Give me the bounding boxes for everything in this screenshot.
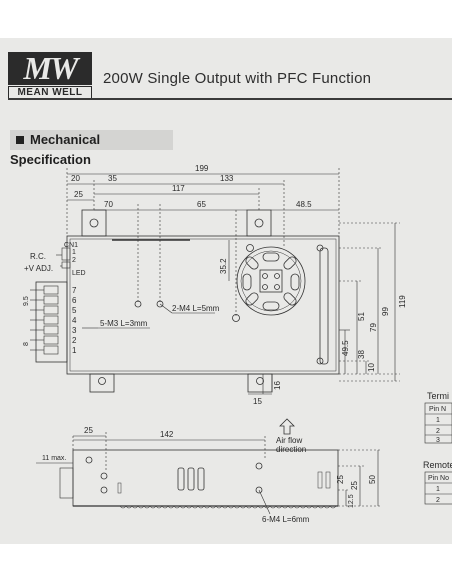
- terminal-table: [424, 402, 452, 444]
- square-bullet-icon: [16, 136, 24, 145]
- airflow-arrow-icon: [279, 418, 295, 435]
- terminal-table-cell: 2: [436, 428, 440, 435]
- pin-number: 4: [72, 316, 77, 325]
- mount-tab-bottom-left: [89, 373, 115, 393]
- remote-table-header: Pin No: [428, 475, 449, 482]
- terminal-table-cell: 3: [436, 437, 440, 444]
- note-m4: 2-M4 L=5mm: [172, 304, 220, 313]
- dim-label: 49.5: [341, 340, 350, 356]
- pin-number: 2: [72, 336, 77, 345]
- remote-table: [424, 471, 452, 505]
- dim-label: 25: [350, 481, 359, 490]
- led-label: LED: [72, 270, 86, 277]
- side-screw-hole: [100, 472, 108, 480]
- rc-label: R.C.: [30, 252, 46, 261]
- dim-label: 48.5: [296, 200, 312, 209]
- cn-pin: 1: [72, 249, 76, 256]
- top-view-inner: [69, 238, 337, 372]
- dim-label: 142: [160, 430, 174, 439]
- mechanical-drawing: 199 133 35 20 117 25 65 70 48.5 119 99 7…: [23, 164, 452, 524]
- side-screw-hole: [255, 486, 263, 494]
- dim-label: 99: [381, 307, 390, 316]
- note-side-m4: 6-M4 L=6mm: [262, 515, 310, 524]
- bottom-vents: [119, 505, 337, 509]
- dim-label: 70: [104, 200, 113, 209]
- remote-table-cell: 1: [436, 486, 440, 493]
- dim-label: 16: [273, 381, 282, 390]
- dim-label: 35: [108, 174, 117, 183]
- terminal-block: [35, 281, 68, 363]
- fan-guard: [236, 246, 306, 316]
- dim-label: 117: [172, 184, 185, 193]
- dim-label: 35.2: [219, 258, 228, 274]
- dim-label: 65: [197, 200, 206, 209]
- mount-hole: [89, 218, 99, 228]
- mean-well-logo: MW MEAN WELL: [8, 52, 92, 102]
- dim-label: 50: [368, 475, 377, 484]
- terminal-table-title: Termi: [427, 391, 449, 401]
- mount-hole: [254, 218, 264, 228]
- dim-label: 11 max.: [42, 455, 66, 462]
- side-slot: [319, 247, 329, 365]
- vadj-label: +V ADJ.: [24, 264, 53, 273]
- dim-label: 38: [357, 350, 366, 359]
- dim-label: 79: [369, 323, 378, 332]
- dim-label: 8: [23, 342, 30, 346]
- cn-pin: 2: [72, 257, 76, 264]
- side-screw-hole: [85, 456, 93, 464]
- remote-table-cell: 2: [436, 497, 440, 504]
- pin-number: 5: [72, 306, 77, 315]
- pin-number: 3: [72, 326, 77, 335]
- airflow-label: Air flow: [276, 436, 302, 445]
- spec-sheet: MW MEAN WELL 200W Single Output with PFC…: [0, 38, 452, 544]
- dim-label: 12.5: [348, 494, 355, 508]
- header-rule: [8, 98, 452, 100]
- dim-label: 119: [398, 295, 407, 308]
- side-screw-hole: [100, 486, 108, 494]
- mount-tab-bottom-right: [247, 373, 273, 393]
- airflow-label: direction: [276, 445, 306, 454]
- mount-hole: [256, 377, 264, 385]
- cn1-label: CN1: [64, 242, 78, 249]
- side-screw-hole: [255, 462, 263, 470]
- section-heading: Mechanical Specification: [10, 130, 173, 167]
- mount-hole: [98, 377, 106, 385]
- dim-label: 9.5: [23, 296, 30, 306]
- dim-label: 25: [84, 426, 93, 435]
- dim-label: 133: [220, 174, 234, 183]
- remote-table-title: Remote: [423, 460, 452, 470]
- dim-label: 25: [74, 190, 83, 199]
- pin-number: 7: [72, 286, 77, 295]
- side-view-outline: [72, 449, 339, 507]
- pin-number: 6: [72, 296, 77, 305]
- section-heading-text: Mechanical Specification: [10, 132, 101, 167]
- dim-label: 51: [357, 312, 366, 321]
- logo-mark: MW: [8, 52, 92, 85]
- mount-tab-top-left: [81, 209, 107, 237]
- dim-label: 20: [71, 174, 80, 183]
- pin-number: 1: [72, 346, 77, 355]
- fan-hub: [259, 269, 283, 293]
- dim-label: 15: [253, 397, 262, 406]
- document-title: 200W Single Output with PFC Function: [103, 70, 372, 87]
- terminal-table-header: Pin N: [429, 406, 446, 413]
- dim-label: 199: [195, 164, 209, 173]
- note-m3: 5-M3 L=3mm: [100, 319, 148, 328]
- dim-label: 10: [367, 363, 376, 372]
- terminal-table-cell: 1: [436, 417, 440, 424]
- dim-label: 25: [336, 475, 345, 484]
- mount-tab-top-right: [246, 209, 272, 237]
